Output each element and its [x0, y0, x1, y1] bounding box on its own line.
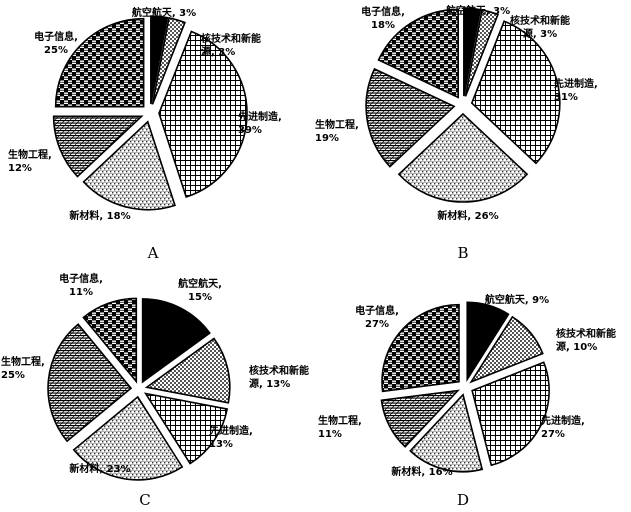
slice-label-line2: 11%	[318, 429, 342, 440]
slice-label-line2: 19%	[315, 133, 339, 144]
slice-label-line1: 生物工程,	[1, 355, 45, 368]
slice-label-line1: 电子信息,	[355, 304, 399, 317]
slice-label-bioengineering: 生物工程, 12%	[8, 148, 52, 174]
slice-label-line1: 核技术和新能	[510, 14, 570, 27]
pie-slice-aerospace	[463, 7, 482, 97]
slice-label-electronics: 电子信息, 25%	[34, 30, 78, 56]
pie-slice-advanced-manufacturing	[158, 30, 248, 198]
slice-label-line2: 27%	[541, 429, 565, 440]
slice-label-new-materials: 新材料, 23%	[69, 462, 130, 475]
slice-label-new-materials: 新材料, 18%	[69, 209, 130, 222]
slice-label-electronics: 电子信息, 18%	[361, 5, 405, 31]
slice-label-line1: 航空航天, 3%	[132, 6, 196, 19]
pie-slice-nuclear-energy	[144, 337, 231, 404]
pie-chart-d: 航空航天, 9% 核技术和新能源, 10% 先进制造, 27% 新材料, 16% 生物工程…	[318, 293, 616, 478]
pie-slice-new-materials	[409, 393, 484, 473]
pie-slice-new-materials	[397, 112, 529, 203]
slice-label-line1: 新材料, 23%	[69, 462, 130, 475]
slice-label-line1: 电子信息,	[361, 5, 405, 18]
slice-label-line2: 源, 3%	[523, 27, 557, 40]
panel-letter-c: C	[139, 491, 150, 509]
slice-label-line1: 先进制造,	[238, 110, 282, 123]
slice-label-line1: 电子信息,	[34, 30, 78, 43]
slice-label-electronics: 电子信息, 11%	[59, 272, 103, 298]
pie-slice-bioengineering	[47, 323, 133, 443]
slice-label-nuclear-energy: 核技术和新能源, 3%	[201, 32, 261, 58]
pie-slice-electronics	[54, 17, 145, 108]
slice-label-line1: 核技术和新能	[249, 364, 309, 377]
slice-label-bioengineering: 生物工程, 11%	[318, 414, 362, 440]
slice-label-advanced-manufacturing: 先进制造, 27%	[541, 414, 585, 440]
panel-letter-d: D	[457, 491, 469, 509]
slice-label-line2: 源, 3%	[201, 45, 235, 58]
slice-label-line2: 25%	[1, 370, 25, 381]
slice-label-line2: 源, 13%	[249, 377, 290, 390]
slice-label-line1: 先进制造,	[541, 414, 585, 427]
slice-label-nuclear-energy: 核技术和新能源, 3%	[510, 14, 570, 40]
pie-slice-advanced-manufacturing	[143, 392, 229, 465]
pie-slice-new-materials	[72, 395, 184, 481]
slice-label-line1: 航空航天, 9%	[485, 293, 549, 306]
pie-slice-bioengineering	[380, 389, 460, 448]
slice-label-bioengineering: 生物工程, 25%	[1, 355, 45, 381]
pie-chart-c: 航空航天, 15% 核技术和新能源, 13% 先进制造, 13% 新材料, 23% 生物工程…	[1, 272, 309, 481]
slice-label-line2: 39%	[238, 125, 262, 136]
pie-slice-bioengineering	[52, 115, 144, 178]
pie-slice-nuclear-energy	[469, 315, 544, 384]
slice-label-bioengineering: 生物工程, 19%	[315, 118, 359, 144]
slice-label-line1: 电子信息,	[59, 272, 103, 285]
slice-label-aerospace: 航空航天, 9%	[485, 293, 549, 306]
slice-label-aerospace: 航空航天, 3%	[446, 4, 510, 17]
slice-label-advanced-manufacturing: 先进制造, 31%	[554, 77, 598, 103]
pie-slice-aerospace	[141, 298, 211, 384]
slice-label-new-materials: 新材料, 16%	[391, 465, 452, 478]
slice-label-advanced-manufacturing: 先进制造, 13%	[209, 424, 253, 450]
slice-label-line2: 11%	[69, 287, 93, 298]
pie-chart-b: 航空航天, 3%核技术和新能源, 3% 先进制造, 31% 新材料, 26% 生物工程,…	[315, 4, 598, 222]
slice-label-advanced-manufacturing: 先进制造, 39%	[238, 110, 282, 136]
pie-slice-new-materials	[82, 120, 176, 211]
slice-label-line1: 生物工程,	[315, 118, 359, 131]
slice-label-line2: 31%	[554, 92, 578, 103]
slice-label-line1: 核技术和新能	[201, 32, 261, 45]
slice-label-line1: 先进制造,	[554, 77, 598, 90]
pie-slice-electronics	[377, 8, 459, 99]
slice-label-electronics: 电子信息, 27%	[355, 304, 399, 330]
slice-label-line1: 生物工程,	[8, 148, 52, 161]
pie-slice-advanced-manufacturing	[471, 361, 550, 467]
panel-letter-a: A	[147, 244, 159, 262]
slice-label-line1: 先进制造,	[209, 424, 253, 437]
slice-label-line2: 25%	[44, 45, 68, 56]
slice-label-nuclear-energy: 核技术和新能源, 10%	[556, 327, 616, 353]
slice-label-line1: 航空航天, 3%	[446, 4, 510, 17]
slice-label-line1: 生物工程,	[318, 414, 362, 427]
pie-slice-electronics	[82, 297, 138, 384]
slice-label-aerospace: 航空航天, 3%	[132, 6, 196, 19]
slice-label-line2: 源, 10%	[556, 340, 597, 353]
slice-label-line2: 15%	[188, 292, 212, 303]
slice-label-line1: 新材料, 18%	[69, 209, 130, 222]
pie-chart-a: 航空航天, 3% 核技术和新能源, 3% 先进制造, 39% 新材料, 18% 生物工程,…	[8, 6, 282, 222]
pie-slice-bioengineering	[365, 67, 456, 168]
slice-label-line2: 12%	[8, 163, 32, 174]
slice-label-line1: 新材料, 16%	[391, 465, 452, 478]
slice-label-line1: 航空航天,	[178, 277, 222, 290]
pie-slice-aerospace	[466, 301, 510, 383]
pie-slice-nuclear-energy	[151, 16, 186, 105]
pie-slice-aerospace	[150, 15, 169, 105]
slice-label-line2: 18%	[371, 20, 395, 31]
slice-label-line2: 27%	[365, 319, 389, 330]
slice-label-new-materials: 新材料, 26%	[437, 209, 498, 222]
panel-letter-b: B	[457, 244, 468, 262]
slice-label-line1: 新材料, 26%	[437, 209, 498, 222]
pie-slice-nuclear-energy	[464, 8, 499, 97]
pie-slice-advanced-manufacturing	[470, 20, 561, 165]
slice-label-line2: 13%	[209, 439, 233, 450]
slice-label-nuclear-energy: 核技术和新能源, 13%	[249, 364, 309, 390]
slice-label-line1: 核技术和新能	[556, 327, 616, 340]
pie-slice-electronics	[381, 303, 460, 393]
slice-label-aerospace: 航空航天, 15%	[178, 277, 222, 303]
